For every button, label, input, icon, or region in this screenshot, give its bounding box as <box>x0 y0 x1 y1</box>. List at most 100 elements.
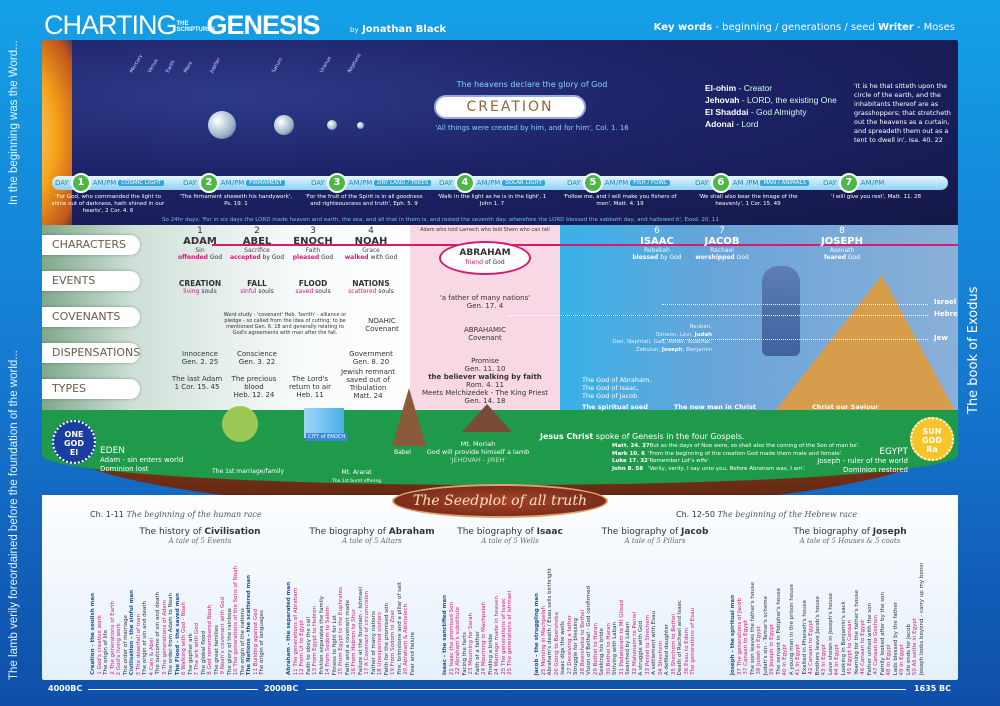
god-name: Jehovah - LORD, the existing One <box>705 94 837 106</box>
list-item: 37 Canaan to Egypt <box>743 620 749 675</box>
god-of-line: The God of Isaac, <box>582 384 639 392</box>
character-relation: feared God <box>814 254 870 261</box>
gospels-bold: Jesus Christ <box>540 432 594 441</box>
abraham-of-god: of God <box>482 259 505 266</box>
first-marriage: The 1st marriage/family <box>212 468 285 475</box>
relation-rest: God <box>319 254 334 261</box>
day-verse: 'Walk in the light as he is in the light… <box>437 194 547 207</box>
character-relation: pleased God <box>285 254 341 261</box>
biography-subtitle: A tale of 5 Pillars <box>624 537 686 545</box>
day-word: DAY <box>311 179 325 187</box>
list-item: 42 Canaan to Egypt <box>808 620 814 675</box>
type-right-item: The spiritual seed <box>582 403 648 411</box>
isaiah-quote: 'It is he that sitteth upon the circle o… <box>854 82 951 144</box>
event-name: FLOOD <box>298 279 328 288</box>
character-number: 2 <box>254 226 260 236</box>
timeline: 4000BC 2000BC 1635 BC <box>48 684 953 696</box>
souls-word: souls <box>376 288 394 295</box>
type-ref: Matt. 24 <box>353 392 383 400</box>
list-item: The outcome of sin and death <box>155 592 161 675</box>
side-text-top: In the beginning was the Word... <box>8 40 20 205</box>
day-ampm: AM/PM <box>476 179 501 187</box>
day-ampm: AM/PM <box>604 179 629 187</box>
list-item: Vision of Bethel - God confirmed <box>586 585 592 675</box>
god-name-meaning: - Creator <box>736 83 773 93</box>
list-item: Struggle for blessing <box>573 618 579 675</box>
tribe-judah: Judah <box>694 331 712 338</box>
biography-subtitle: A tale of 5 Altars <box>342 537 402 545</box>
biography-name: Civilisation <box>204 527 261 537</box>
side-text-right: The book of Exodus <box>966 286 981 414</box>
moriah-sub: God will provide himself a lamb <box>426 448 530 456</box>
relation-verb: pleased <box>292 254 320 261</box>
eden-title: EDEN <box>100 446 126 456</box>
god-name-title: Jehovah <box>705 95 740 105</box>
day-verse: 'We shall also bear the image of the hea… <box>698 194 798 207</box>
gospel-quote: John 8. 58'Verily, verily, I say unto yo… <box>612 466 860 474</box>
timeline-1635bc: 1635 BC <box>914 684 952 693</box>
promise: Promise <box>471 357 499 365</box>
gospel-text: 'Remember Lot's wife'. <box>648 458 711 464</box>
abraham-chain: Adam who told Lamech who told Shem who c… <box>420 227 550 233</box>
day-number-badge: 1 <box>70 173 91 193</box>
chapter-title: The beginning of the Hebrew race <box>717 510 858 519</box>
one-god-text: GOD <box>63 439 84 448</box>
page-title: CHARTINGTHE SCRIPTURESGENESIS <box>44 10 321 41</box>
god-name-title: El Shaddai <box>705 107 749 117</box>
abraham-name: ABRAHAM <box>459 248 511 258</box>
gospels-text: spoke of Genesis in the four Gospels. <box>593 432 745 441</box>
type-name: The Lord's return to air <box>289 375 331 391</box>
list-item: 38 Judah in Egypt <box>756 626 762 675</box>
type-ref: Heb. 11 <box>296 391 324 399</box>
day-word: DAY <box>439 179 453 187</box>
relation-rest: by God <box>658 254 682 261</box>
sun-god-text: SUN <box>922 427 942 436</box>
character-trait: Rachael <box>710 247 734 254</box>
day-word: DAY <box>695 179 709 187</box>
list-item: 18 Unexpected visitors <box>377 611 383 675</box>
list-item: 47 Canaan to Goshen <box>873 615 879 675</box>
abraham-friend: friend <box>465 259 483 266</box>
relation-rest: by God <box>260 254 285 261</box>
day-number-badge: 7 <box>838 173 859 193</box>
list-item: 24 Marriage made in heaven <box>494 595 500 675</box>
abrahamic-sub: Covenant <box>468 334 502 342</box>
melchizedek: Meets Melchizedek - The King Priest <box>421 389 549 397</box>
biography-name: Abraham <box>388 527 435 537</box>
list-item: 8 God remembered Noah <box>207 605 213 675</box>
gospel-ref: Luke 17. 32 <box>612 458 648 464</box>
eden-line1: Adam - sin enters world <box>100 456 184 464</box>
timeline-4000bc: 4000BC <box>48 684 83 693</box>
type-right-item: The new man in Christ <box>674 403 757 411</box>
type-name: The precious blood <box>231 375 277 391</box>
writer-label: Writer <box>877 22 914 33</box>
list-item: The generations of Esau <box>690 608 696 675</box>
planet-neptune-icon <box>356 121 364 129</box>
character-relation: accepted by God <box>229 254 285 261</box>
relation-rest: with God <box>368 254 398 261</box>
type-name: The last Adam <box>171 375 223 383</box>
keywords-label: Key words <box>653 22 713 33</box>
list-item: Creation - the soulish man <box>90 593 96 675</box>
moriah-title: Mt. Moriah <box>460 440 496 448</box>
day-word: DAY <box>183 179 197 187</box>
list-item: 23 Mourning for Sarah <box>468 613 474 675</box>
list-item: 13 From Egypt to Hebron <box>312 605 318 675</box>
character-name: ABEL <box>242 236 272 247</box>
souls-word: souls <box>199 288 217 295</box>
gospel-quote: Mark 10. 6'From the beginning of the cre… <box>612 451 860 459</box>
biography-subtitle: A tale of 5 Houses & 5 coats <box>799 537 901 545</box>
